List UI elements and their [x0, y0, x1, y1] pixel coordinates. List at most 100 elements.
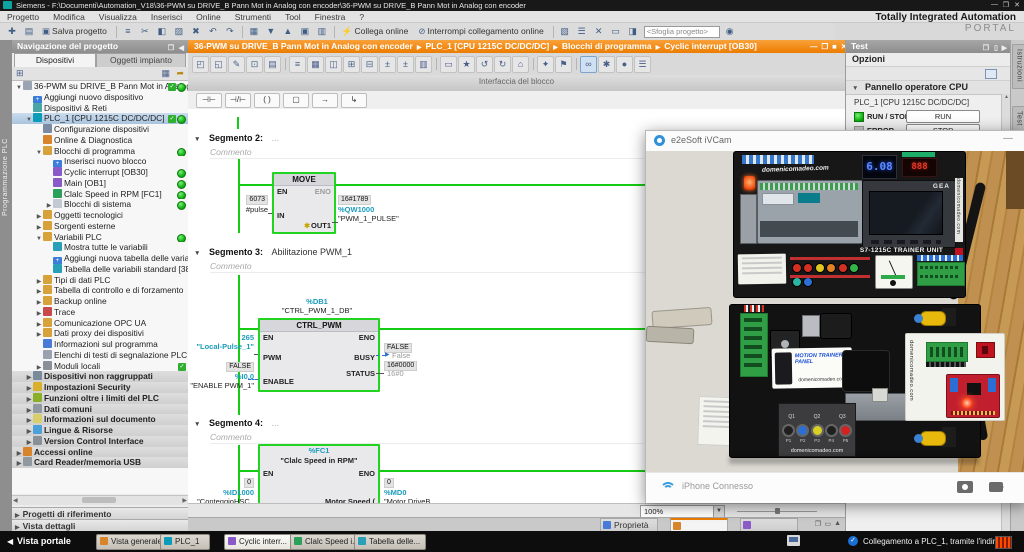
tree-item-cyclic-interrupt-ob30[interactable]: Cyclic interrupt [OB30] — [12, 167, 188, 178]
expand-up-icon[interactable]: ▲ — [834, 520, 841, 527]
collapse-arrow-icon[interactable]: ▶ — [25, 438, 33, 447]
collapse-box-icon[interactable]: ⊟ — [361, 56, 378, 73]
tree-item-sorgenti-esterne[interactable]: ▶Sorgenti esterne — [12, 221, 188, 232]
tree-item-plc-1-cpu-1215c-dc-dc-dc[interactable]: ▼PLC_1 [CPU 1215C DC/DC/DC]✓ — [12, 113, 188, 124]
tree-item-dispositivi-reti[interactable]: Dispositivi & Reti — [12, 103, 188, 114]
tree-item-main-ob1[interactable]: Main [OB1] — [12, 178, 188, 189]
tree-item-impostazioni-security[interactable]: ▶Impostazioni Security — [12, 382, 188, 393]
tree-item-dispositivi-non-raggruppati[interactable]: ▶Dispositivi non raggruppati — [12, 371, 188, 382]
display-icon[interactable] — [787, 535, 800, 546]
portal-arrow-icon[interactable]: ◀ — [7, 537, 13, 546]
block-interface-bar[interactable]: Interfaccia del blocco ▼▼▼ — [188, 75, 845, 92]
close-branch-icon[interactable]: ↳ — [341, 93, 367, 108]
collapse-arrow-icon[interactable]: ▶ — [25, 416, 33, 425]
menu-strumenti[interactable]: Strumenti — [228, 11, 278, 22]
disconnect-button[interactable]: ⊘Interrompi collegamento online — [414, 24, 547, 39]
tree-item-blocchi-di-sistema[interactable]: ▶Blocchi di sistema — [12, 199, 188, 210]
tree-item-oggetti-tecnologici[interactable]: ▶Oggetti tecnologici — [12, 210, 188, 221]
ladder-view-icon[interactable]: ▦ — [307, 56, 324, 73]
start-cpu-icon[interactable]: ▣ — [297, 24, 313, 39]
tree-item-aggiungi-nuova-tabella-delle-variabi[interactable]: +Aggiungi nuova tabella delle variabi — [12, 253, 188, 264]
tree-item-informazioni-sul-programma[interactable]: Informazioni sul programma — [12, 339, 188, 350]
breakpoints-icon[interactable]: ● — [616, 56, 633, 73]
collapse-icon[interactable]: ▼ — [194, 250, 200, 257]
collapse-arrow-icon[interactable]: ▶ — [35, 363, 43, 372]
undo-net-icon[interactable]: ↺ — [476, 56, 493, 73]
breadcrumb-cyclic-interrupt-ob30[interactable]: Cyclic interrupt [OB30] — [664, 41, 757, 51]
tree-item-version-control-interface[interactable]: ▶Version Control Interface — [12, 436, 188, 447]
window-icon[interactable] — [985, 69, 997, 79]
search-icon[interactable]: ◉ — [722, 24, 738, 39]
expand-all-icon[interactable]: ± — [379, 56, 396, 73]
tree-item-informazioni-sul-documento[interactable]: ▶Informazioni sul documento — [12, 414, 188, 425]
go-online-group-icon[interactable]: ▧ — [557, 24, 573, 39]
tree-item-elenchi-di-testi-di-segnalazione-plc[interactable]: Elenchi di testi di segnalazione PLC — [12, 350, 188, 361]
menu-finestra[interactable]: Finestra — [308, 11, 353, 22]
cross-references-icon[interactable]: ✕ — [591, 24, 607, 39]
scroll-thumb[interactable] — [82, 497, 116, 503]
collapse-arrow-icon[interactable]: ▶ — [25, 373, 33, 382]
tree-item-comunicazione-opc-ua[interactable]: ▶Comunicazione OPC UA — [12, 318, 188, 329]
tree-item-backup-online[interactable]: ▶Backup online — [12, 296, 188, 307]
tree-item-dati-comuni[interactable]: ▶Dati comuni — [12, 404, 188, 415]
tree-item-tabella-delle-variabili-standard-38[interactable]: Tabella delle variabili standard [38] — [12, 264, 188, 275]
task-card-test[interactable]: Test — [1012, 106, 1024, 133]
collapse-arrow-icon[interactable]: ▶ — [25, 406, 33, 415]
tree-item-card-reader-memoria-usb[interactable]: ▶Card Reader/memoria USB — [12, 457, 188, 468]
minimize-icon[interactable]: — — [991, 1, 998, 8]
goto-icon[interactable]: ⌂ — [512, 56, 529, 73]
collapse-arrow-icon[interactable]: ▶ — [35, 320, 43, 329]
float-icon[interactable]: ❐ — [821, 42, 828, 51]
save-project-button[interactable]: ▣Salva progetto — [38, 24, 111, 39]
redo-icon[interactable]: ↷ — [222, 24, 238, 39]
delete-network-icon[interactable]: ◱ — [210, 56, 227, 73]
snapshot-icon[interactable] — [957, 481, 973, 493]
delete-icon[interactable]: ✖ — [188, 24, 204, 39]
zoom-slider[interactable] — [737, 508, 817, 514]
menu-progetto[interactable]: Progetto — [0, 11, 46, 22]
taskbar-button-tabella-delle[interactable]: Tabella delle... — [354, 534, 426, 550]
download-icon[interactable]: ▼ — [263, 24, 279, 39]
collapse-arrow-icon[interactable]: ▶ — [25, 395, 33, 404]
move-block[interactable]: MOVE EN ENO IN ✱OUT1 — [272, 172, 336, 234]
expand-all-icon[interactable]: ➦ — [176, 68, 184, 79]
coil-icon[interactable]: ( ) — [254, 93, 280, 108]
task-card-istruzioni[interactable]: Istruzioni — [1012, 44, 1024, 89]
collapse-arrow-icon[interactable]: ▶ — [15, 449, 23, 458]
chevron-down-icon[interactable]: ▼ — [713, 506, 724, 517]
collapse-icon[interactable]: ▼ — [194, 136, 200, 143]
monitor-on-icon[interactable]: ∞ — [580, 56, 597, 73]
contact-no-icon[interactable]: ⊣⊢ — [196, 93, 222, 108]
collapse-arrow-icon[interactable]: ▶ — [35, 309, 43, 318]
portal-view-button[interactable]: Vista portale — [17, 536, 71, 546]
float-icon[interactable]: ❐ — [815, 520, 821, 528]
close-icon[interactable]: ✕ — [1014, 1, 1020, 9]
taskbar-button-clalc-speed-i[interactable]: Clalc Speed i... — [290, 534, 360, 550]
menu-tool[interactable]: Tool — [278, 11, 308, 22]
copy-icon[interactable]: ◧ — [154, 24, 170, 39]
zoom-slider-thumb[interactable] — [775, 508, 780, 514]
favorites-icon[interactable]: ★ — [458, 56, 475, 73]
tree-item-configurazione-dispositivi[interactable]: Configurazione dispositivi — [12, 124, 188, 135]
tree-item-lingue-risorse[interactable]: ▶Lingue & Risorse — [12, 425, 188, 436]
paste-icon[interactable]: ▨ — [171, 24, 187, 39]
call-env-icon[interactable]: ✦ — [537, 56, 554, 73]
maximize-icon[interactable]: ■ — [832, 42, 837, 51]
menu-modifica[interactable]: Modifica — [46, 11, 92, 22]
cut-icon[interactable]: ✂ — [137, 24, 153, 39]
tree-item-aggiungi-nuovo-dispositivo[interactable]: +Aggiungi nuovo dispositivo — [12, 92, 188, 103]
accessible-devices-icon[interactable]: ☰ — [574, 24, 590, 39]
collapse-arrow-icon[interactable]: ▶ — [35, 330, 43, 339]
collapse-arrow-icon[interactable]: ▶ — [25, 427, 33, 436]
contact-nc-icon[interactable]: ⊣/⊢ — [225, 93, 251, 108]
project-search-input[interactable]: <Sfoglia progetto> — [644, 26, 720, 38]
insert-network-icon[interactable]: ◰ — [192, 56, 209, 73]
collapse-icon[interactable]: ▭ — [824, 520, 831, 528]
tree-item-moduli-locali[interactable]: ▶Moduli locali✓ — [12, 361, 188, 372]
tree-item-tabella-di-controllo-e-di-forzamento[interactable]: ▶Tabella di controllo e di forzamento — [12, 285, 188, 296]
align-top-icon[interactable]: ≡ — [289, 56, 306, 73]
pwm-operand[interactable]: 265 "Local-Pulse_1" — [188, 333, 254, 351]
hsc-operand[interactable]: 0 %ID1000 "ConteggioHSC_ — [188, 477, 254, 503]
calc-speed-block[interactable]: %FC1 "Clalc Speed in RPM" EN ENO Motor S… — [258, 444, 380, 503]
collapse-arrow-icon[interactable]: ▶ — [35, 287, 43, 296]
